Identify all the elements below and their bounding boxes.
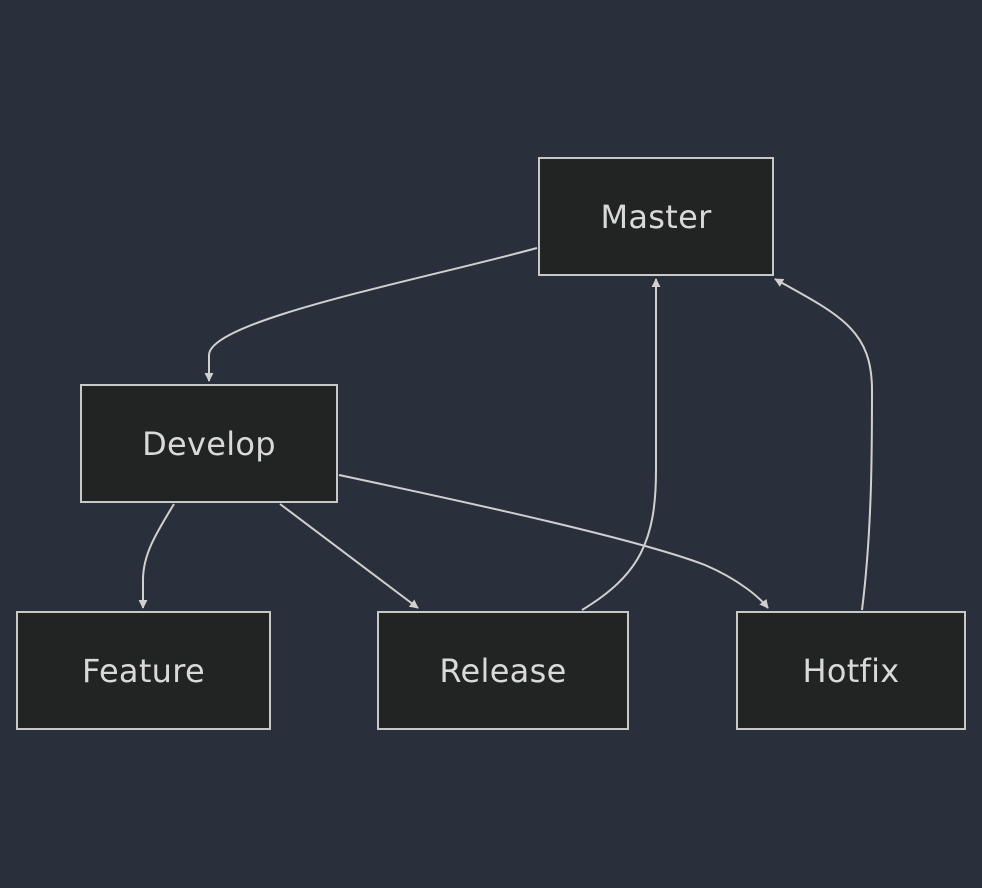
edge-master-develop <box>204 247 538 382</box>
edge-hotfix-master <box>774 278 874 611</box>
node-master: Master <box>538 157 774 276</box>
node-feature-label: Feature <box>81 651 206 690</box>
edge-release-master <box>581 278 661 611</box>
node-release-label: Release <box>439 651 567 690</box>
node-develop: Develop <box>80 384 338 503</box>
edge-develop-feature <box>138 503 175 609</box>
node-feature: Feature <box>16 611 271 730</box>
node-develop-label: Develop <box>142 424 276 463</box>
node-hotfix-label: Hotfix <box>802 651 900 690</box>
node-master-label: Master <box>600 197 712 236</box>
node-release: Release <box>377 611 629 730</box>
edge-develop-hotfix <box>338 474 769 609</box>
node-hotfix: Hotfix <box>736 611 966 730</box>
edge-develop-release <box>279 503 419 609</box>
